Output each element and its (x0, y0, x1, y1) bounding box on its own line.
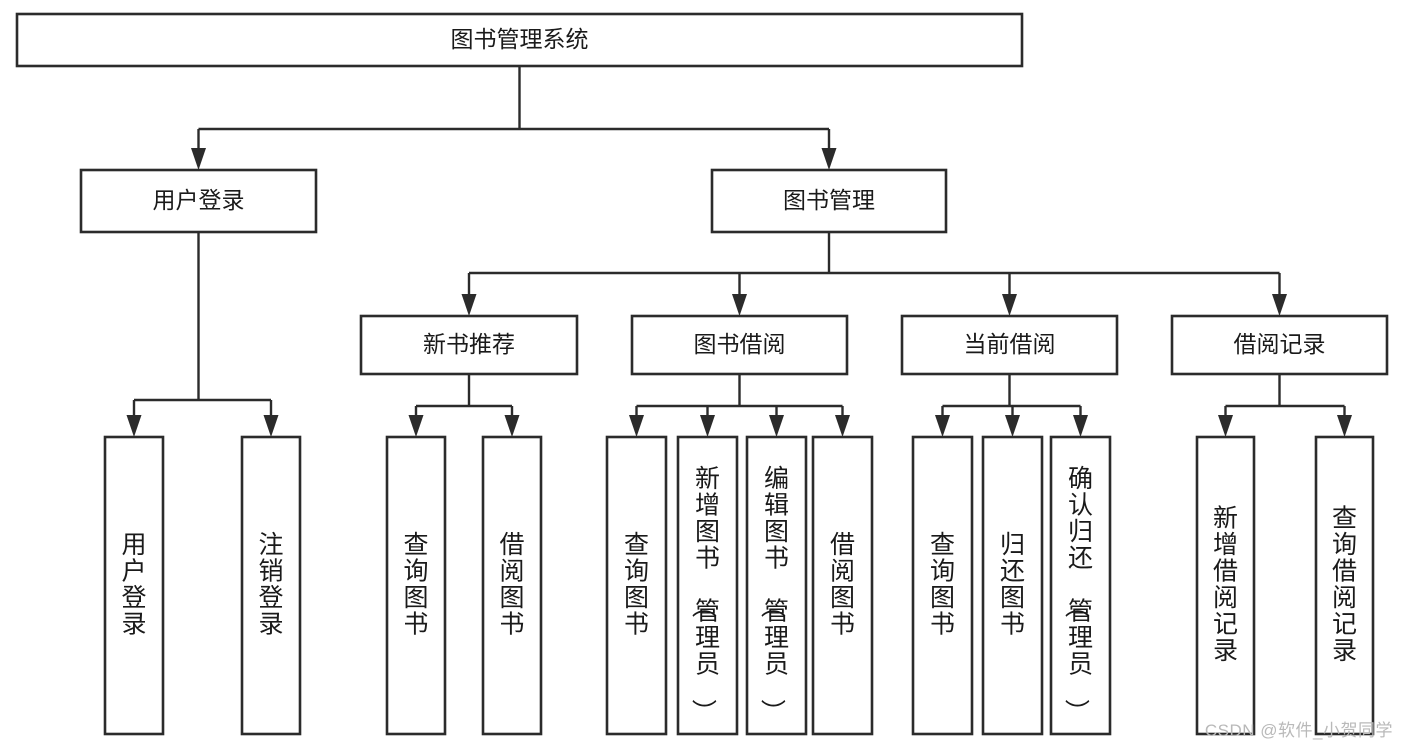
arrow-head-icon (461, 294, 477, 316)
node-box (900, 314, 1119, 376)
node-box (1170, 314, 1389, 376)
node-box (79, 168, 318, 234)
node-box (15, 12, 1024, 68)
node-box (240, 435, 302, 736)
arrow-head-icon (1218, 415, 1233, 437)
node-box (1049, 435, 1112, 736)
arrow-head-icon (821, 148, 837, 170)
node-n-user-login[interactable]: 用户登录 (79, 168, 318, 234)
node-label: 新增借阅记录 (1213, 505, 1238, 666)
node-label: 编辑图书（管理员） (758, 465, 789, 724)
node-l-borrow-book-2[interactable]: 借阅图书 (811, 435, 874, 736)
connector-layer (126, 66, 1352, 437)
node-l-borrow-book-1[interactable]: 借阅图书 (481, 435, 543, 736)
arrow-head-icon (1337, 415, 1352, 437)
arrow-head-icon (1272, 294, 1287, 316)
node-box (481, 435, 543, 736)
node-l-query-book-3[interactable]: 查询图书 (911, 435, 974, 736)
node-n-new-book-rec[interactable]: 新书推荐 (359, 314, 579, 376)
node-l-query-book-2[interactable]: 查询图书 (605, 435, 668, 736)
node-l-confirm-return[interactable]: 确认归还（管理员） (1049, 435, 1112, 736)
arrow-head-icon (732, 294, 747, 316)
node-box (811, 435, 874, 736)
arrow-head-icon (408, 415, 424, 437)
node-box (605, 435, 668, 736)
node-label: 当前借阅 (964, 331, 1056, 357)
node-box (710, 168, 948, 234)
node-layer: 图书管理系统用户登录图书管理新书推荐图书借阅当前借阅借阅记录用户登录注销登录查询… (15, 12, 1389, 736)
node-l-query-record[interactable]: 查询借阅记录 (1314, 435, 1375, 736)
node-label: 查询图书 (930, 531, 955, 639)
node-l-return-book[interactable]: 归还图书 (981, 435, 1044, 736)
node-box (676, 435, 739, 736)
node-l-user-login[interactable]: 用户登录 (103, 435, 165, 736)
node-box (385, 435, 447, 736)
node-n-borrow-record[interactable]: 借阅记录 (1170, 314, 1389, 376)
node-label: 新书推荐 (423, 331, 515, 357)
node-box (103, 435, 165, 736)
node-l-logout[interactable]: 注销登录 (240, 435, 302, 736)
node-box (745, 435, 808, 736)
node-box (911, 435, 974, 736)
node-label: 查询图书 (624, 531, 649, 639)
node-box (1314, 435, 1375, 736)
arrow-head-icon (700, 415, 715, 437)
arrow-head-icon (935, 415, 950, 437)
node-n-book-mgmt[interactable]: 图书管理 (710, 168, 948, 234)
node-label: 确认归还（管理员） (1062, 465, 1093, 724)
node-label: 用户登录 (121, 531, 146, 639)
node-label: 注销登录 (258, 531, 283, 639)
node-label: 借阅图书 (499, 531, 524, 639)
node-label: 查询借阅记录 (1332, 505, 1357, 666)
arrow-head-icon (1005, 415, 1020, 437)
node-label: 归还图书 (1000, 531, 1025, 639)
node-label: 图书管理 (783, 187, 875, 213)
node-box (1195, 435, 1256, 736)
node-label: 借阅记录 (1234, 331, 1326, 357)
arrow-head-icon (1002, 294, 1017, 316)
node-label: 用户登录 (153, 187, 245, 213)
node-box (981, 435, 1044, 736)
arrow-head-icon (263, 415, 279, 437)
node-l-add-record[interactable]: 新增借阅记录 (1195, 435, 1256, 736)
node-label: 查询图书 (403, 531, 428, 639)
node-label: 借阅图书 (830, 531, 855, 639)
node-root[interactable]: 图书管理系统 (15, 12, 1024, 68)
node-l-edit-book[interactable]: 编辑图书（管理员） (745, 435, 808, 736)
node-label: 图书借阅 (694, 331, 786, 357)
arrow-head-icon (504, 415, 520, 437)
arrow-head-icon (191, 148, 206, 170)
arrow-head-icon (126, 415, 142, 437)
node-l-query-book-1[interactable]: 查询图书 (385, 435, 447, 736)
node-label: 图书管理系统 (451, 26, 589, 52)
node-n-current-borrow[interactable]: 当前借阅 (900, 314, 1119, 376)
node-label: 新增图书（管理员） (689, 465, 720, 724)
node-n-book-borrow[interactable]: 图书借阅 (630, 314, 849, 376)
arrow-head-icon (769, 415, 784, 437)
node-box (359, 314, 579, 376)
arrow-head-icon (835, 415, 850, 437)
node-box (630, 314, 849, 376)
arrow-head-icon (1073, 415, 1088, 437)
node-l-add-book[interactable]: 新增图书（管理员） (676, 435, 739, 736)
arrow-head-icon (629, 415, 644, 437)
csdn-watermark: CSDN @软件_小贺同学 (1204, 721, 1393, 740)
